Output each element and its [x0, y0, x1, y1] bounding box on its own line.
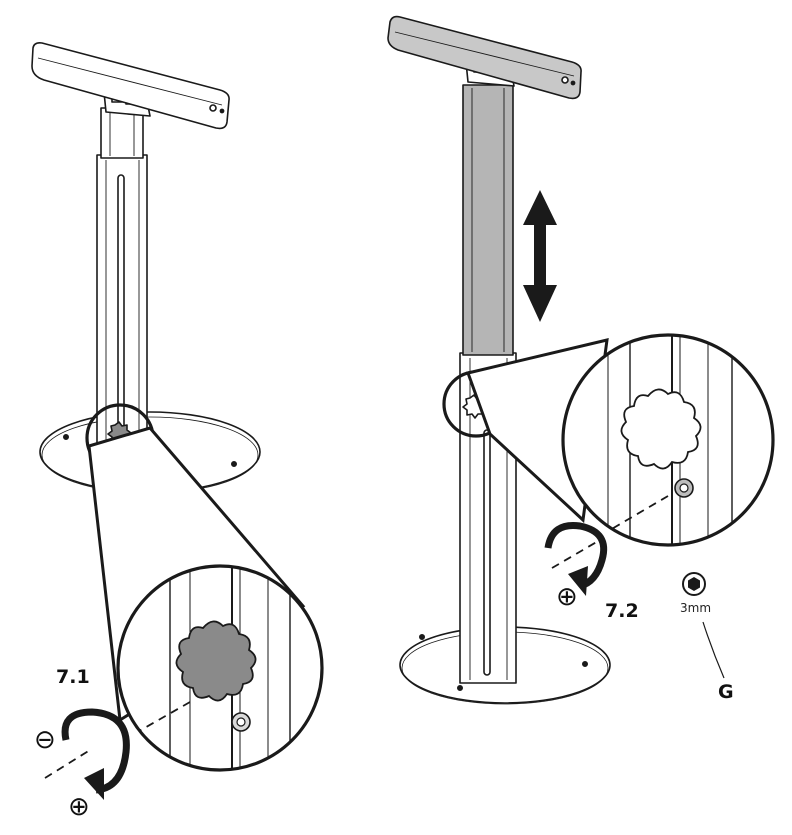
hex-key-icon: [682, 572, 725, 679]
right-detail-view: [561, 333, 775, 547]
left-tablet-housing: [31, 42, 230, 130]
step-label-left: 7.1: [56, 666, 90, 688]
right-tablet-housing: [387, 15, 582, 100]
up-down-arrow-icon: [523, 190, 557, 322]
rotation-arrow-icon: [544, 521, 608, 596]
plus-sign-left: ⊕: [68, 792, 90, 822]
step-label-right: 7.2: [605, 600, 639, 622]
plus-sign-right: ⊕: [556, 582, 578, 612]
rotation-arrow-icon: [44, 708, 130, 800]
left-stand: [31, 42, 261, 494]
left-detail-view: [116, 564, 324, 772]
knob-icon: [620, 388, 702, 498]
part-label: G: [718, 681, 734, 703]
minus-sign-left: ⊖: [34, 725, 56, 755]
knob-icon: [175, 620, 257, 732]
tool-size-label: 3mm: [680, 601, 711, 615]
right-upper-column: [462, 84, 514, 356]
left-upper-column: [100, 107, 144, 159]
